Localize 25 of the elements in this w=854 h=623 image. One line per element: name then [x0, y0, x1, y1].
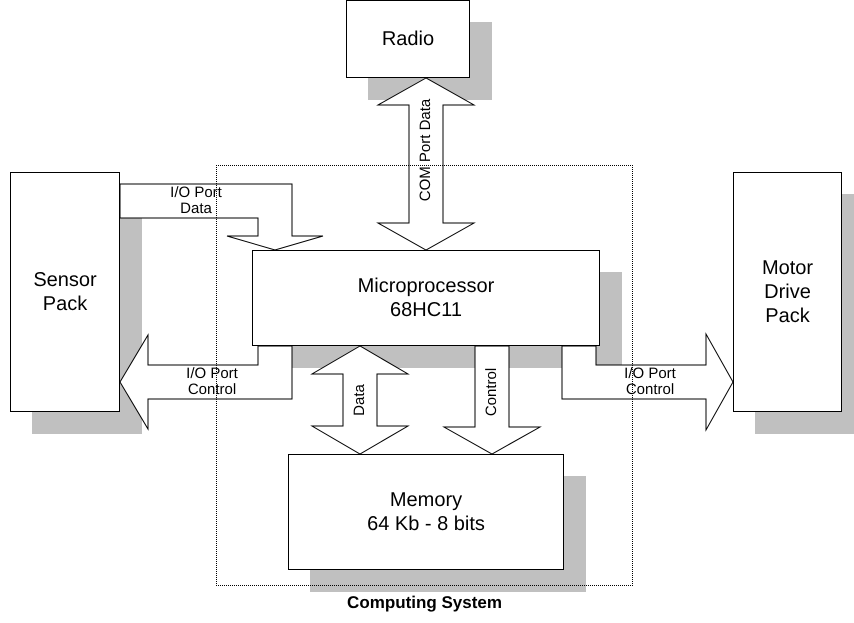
block-arrow	[376, 77, 476, 251]
box-label: Memory	[390, 488, 462, 512]
block-arrow	[119, 333, 292, 431]
box-label: 64 Kb - 8 bits	[367, 512, 485, 536]
group-caption: Computing System	[346, 593, 503, 613]
block-box	[288, 454, 564, 570]
block-arrow	[442, 346, 542, 455]
block-arrow	[562, 332, 734, 432]
box-label: Microprocessor	[358, 274, 494, 298]
block-box	[733, 172, 842, 412]
block-arrow	[120, 184, 324, 251]
edge-label: COM Port Data	[418, 98, 434, 202]
box-label: 68HC11	[390, 298, 462, 322]
edge-label: Data	[352, 384, 368, 416]
block-arrow	[310, 345, 410, 455]
block-box	[252, 250, 600, 346]
block-box	[346, 0, 470, 78]
edge-label: I/O Port Control	[185, 366, 239, 398]
edge-label: I/O Port Data	[169, 185, 223, 217]
edge-label: Control	[484, 368, 500, 416]
edge-label: I/O Port Control	[623, 366, 677, 398]
box-label: Motor Drive Pack	[760, 256, 814, 328]
box-label: Radio	[382, 27, 434, 51]
box-label: Sensor Pack	[32, 268, 98, 316]
block-box	[10, 172, 120, 412]
